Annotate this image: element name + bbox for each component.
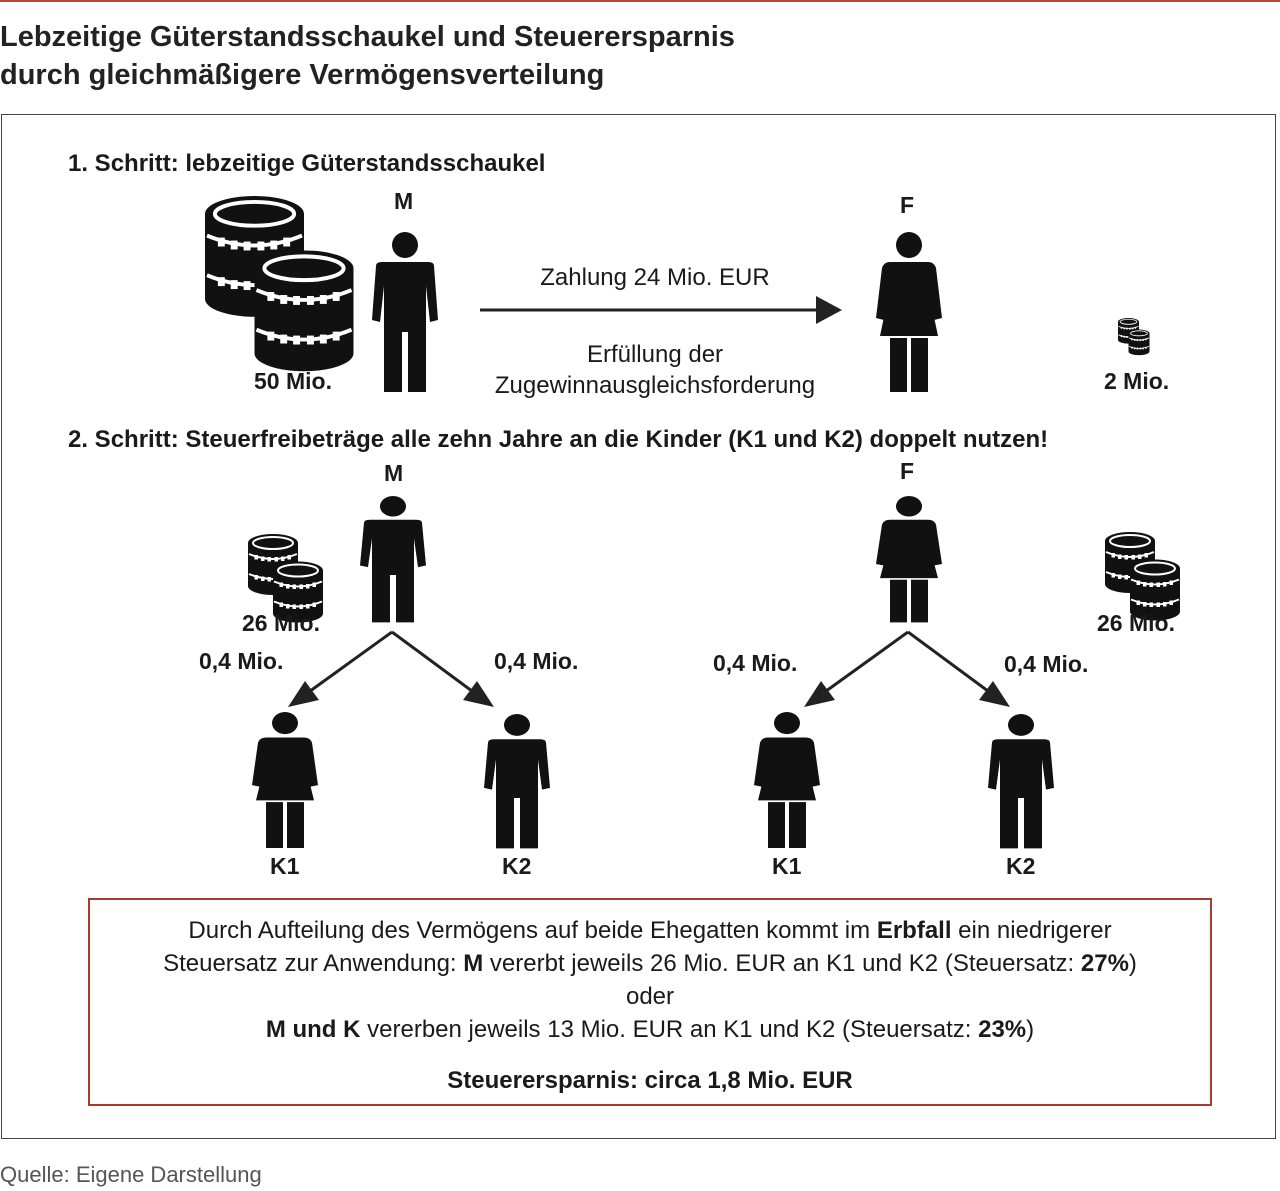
woman-icon <box>876 232 942 392</box>
source-note: Quelle: Eigene Darstellung <box>0 1162 262 1187</box>
summary-text: Steuersatz zur Anwendung: <box>163 950 464 977</box>
summary-text: Durch Aufteilung des Vermögens auf beide… <box>188 917 877 944</box>
man-icon <box>372 232 438 392</box>
step2-person-f-label: F <box>900 458 915 484</box>
child-label-k2-f: K2 <box>1006 853 1036 879</box>
summary-box: Durch Aufteilung des Vermögens auf beide… <box>88 898 1212 1106</box>
woman-icon <box>252 712 318 848</box>
top-rule <box>0 0 1280 2</box>
summary-emphasis: M und K <box>265 1016 361 1043</box>
man-icon <box>484 714 550 849</box>
payment-label: Zahlung 24 Mio. EUR <box>540 264 770 291</box>
tax-saving: Steuerersparnis: circa 1,8 Mio. EUR <box>447 1067 853 1094</box>
arrow-icon <box>288 630 1010 707</box>
summary-emphasis: M <box>463 950 484 977</box>
woman-icon <box>876 496 942 623</box>
step2-heading: 2. Schritt: Steuerfreibeträge alle zehn … <box>68 426 1049 453</box>
gift-m-k2: 0,4 Mio. <box>494 648 579 674</box>
step2-amount-f: 26 Mio. <box>1097 610 1175 636</box>
step1-heading: 1. Schritt: lebzeitige Güterstandsschauk… <box>68 150 546 177</box>
summary-line-3: oder <box>625 983 675 1010</box>
woman-icon <box>754 712 820 848</box>
child-label-k2-m: K2 <box>502 853 532 879</box>
fulfillment-line-2: Zugewinnausgleichsforderung <box>494 372 816 399</box>
summary-emphasis: 27% <box>1080 950 1129 977</box>
summary-emphasis: 23% <box>978 1016 1027 1043</box>
diagram-frame <box>1 114 1276 1139</box>
step1-amount-f: 2 Mio. <box>1104 368 1170 394</box>
child-label-k1-m: K1 <box>270 853 300 879</box>
summary-line-4: M und K vererben jeweils 13 Mio. EUR an … <box>90 1013 1210 1046</box>
summary-emphasis: Erbfall <box>876 917 952 944</box>
step2-amount-m: 26 Mio. <box>242 610 320 636</box>
coin-stack-icon <box>1105 532 1180 621</box>
arrow-icon <box>480 296 842 324</box>
gift-f-k2: 0,4 Mio. <box>1004 651 1089 677</box>
step1-person-f-label: F <box>900 192 915 218</box>
step2-person-m-label: M <box>384 460 404 486</box>
summary-text: vererben jeweils 13 Mio. EUR an K1 und K… <box>360 1016 979 1043</box>
fulfillment-line-1: Erfüllung der <box>586 341 724 368</box>
summary-line-2: Steuersatz zur Anwendung: M vererbt jewe… <box>90 947 1210 980</box>
summary-text: ein niedrigerer <box>951 917 1112 944</box>
man-icon <box>988 714 1054 849</box>
gift-m-k1: 0,4 Mio. <box>199 648 284 674</box>
summary-line-1: Durch Aufteilung des Vermögens auf beide… <box>90 914 1210 947</box>
coin-stack-icon <box>1118 318 1150 355</box>
child-label-k1-f: K1 <box>772 853 802 879</box>
title-line-1: Lebzeitige Güterstandsschaukel und Steue… <box>0 21 735 53</box>
coin-stack-icon <box>205 196 354 371</box>
summary-text: ) <box>1128 950 1137 977</box>
step1-person-m-label: M <box>394 188 414 214</box>
summary-text: ) <box>1026 1016 1035 1043</box>
title-line-2: durch gleichmäßigere Vermögensverteilung <box>0 59 605 91</box>
gift-f-k1: 0,4 Mio. <box>713 650 798 676</box>
step1-amount-m: 50 Mio. <box>254 368 332 394</box>
man-icon <box>360 496 426 623</box>
page-title: Lebzeitige Güterstandsschaukel und Steue… <box>0 18 735 94</box>
summary-text: vererbt jeweils 26 Mio. EUR an K1 und K2… <box>483 950 1081 977</box>
